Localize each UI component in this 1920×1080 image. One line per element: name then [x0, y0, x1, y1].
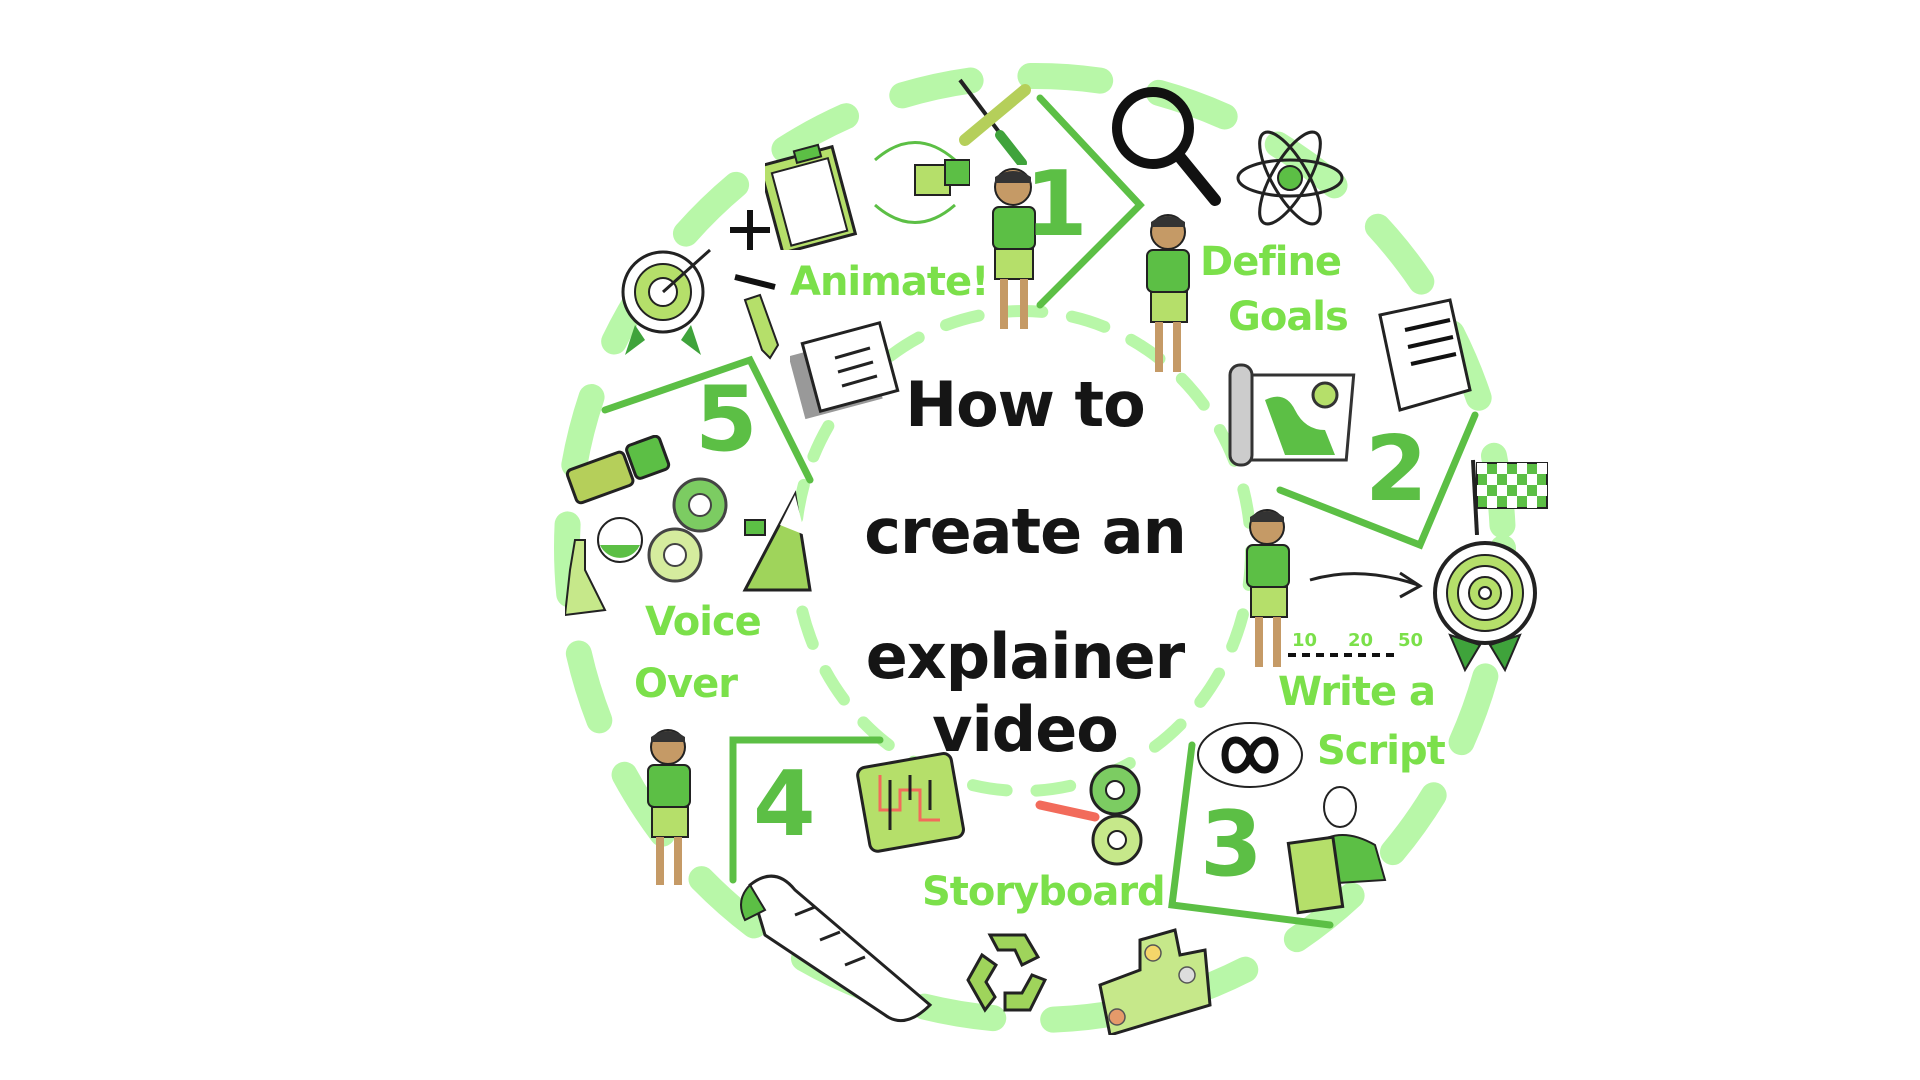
- step-2-frame: [1276, 411, 1479, 550]
- step-3-label-line2: Script: [1317, 728, 1446, 774]
- title-line-2: create an: [864, 495, 1186, 568]
- flask-icon: [565, 517, 643, 617]
- book-reader-icon: [1286, 786, 1387, 915]
- step-1-frame: [1036, 94, 1145, 309]
- step-2-label-line1: Define: [1200, 239, 1342, 285]
- arrow-to-target-icon: [1309, 571, 1423, 599]
- step-4-number: 4: [753, 752, 816, 857]
- title-line-3: explainer video: [865, 620, 1186, 766]
- mountain-flag-icon: [742, 490, 812, 592]
- step-4-label: Storyboard: [922, 869, 1166, 915]
- step-4-frame: [729, 736, 884, 884]
- gears-wrench-icon: [1035, 764, 1143, 866]
- scale-tick-20: 20: [1348, 630, 1374, 651]
- step-5-label-line2: Over: [634, 661, 738, 707]
- step-1-number: 1: [1025, 152, 1088, 257]
- clipboard-icon: [765, 143, 858, 250]
- atom-icon: [1236, 130, 1344, 226]
- maze-icon: [856, 752, 965, 853]
- recycle-icon: [966, 933, 1048, 1013]
- step-2-label-line2: Goals: [1228, 294, 1349, 340]
- person-surprised-icon: [647, 729, 691, 885]
- step-3-number: 3: [1200, 792, 1263, 897]
- target-icon: [1433, 541, 1537, 673]
- cycle-arrows-icon: [874, 141, 970, 224]
- checklist-icon: [1378, 298, 1472, 412]
- step-3-label-line1: Write a: [1278, 669, 1436, 715]
- plus-minus-icon: [730, 210, 776, 290]
- magnifier-icon: [1112, 87, 1221, 206]
- step-3-frame: [1168, 741, 1334, 929]
- step-2-number: 2: [1365, 417, 1428, 522]
- document-icon: [790, 321, 900, 420]
- person-icon: [992, 168, 1036, 329]
- person-arms-crossed-icon: [1146, 214, 1190, 372]
- puzzle-icon: [565, 435, 671, 505]
- target-small-icon: [621, 248, 711, 355]
- scroll-icon: [740, 874, 933, 1023]
- step-5-number: 5: [695, 367, 758, 472]
- pencil-icon: [743, 293, 780, 360]
- scale-tick-50: 50: [1398, 630, 1424, 651]
- title-line-1: How to: [905, 368, 1146, 441]
- scale-tick-10: 10: [1292, 630, 1318, 651]
- person-thinking-icon: [1246, 509, 1290, 667]
- podium-icon: [1098, 928, 1212, 1035]
- step-5-frame: [601, 355, 814, 484]
- map-icon: [1228, 363, 1356, 467]
- step-1-label: Animate!: [790, 259, 989, 305]
- infinity-thought-icon: [1197, 722, 1303, 788]
- gears-icon: [647, 477, 728, 583]
- wrench-screwdriver-icon: [958, 78, 1031, 165]
- step-5-label-line1: Voice: [645, 599, 762, 645]
- checkered-flag-icon: [1471, 459, 1548, 535]
